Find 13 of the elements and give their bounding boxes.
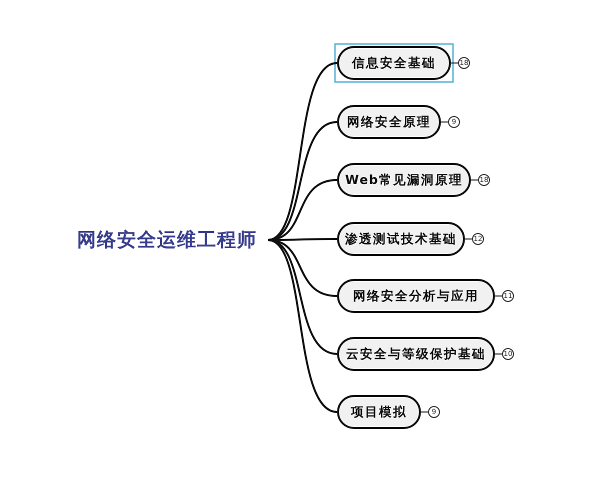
branch-line [268,62,338,241]
topic-box: 信息安全基础 [337,46,451,80]
topic-box: 项目模拟 [337,395,421,429]
topic-box: 云安全与等级保护基础 [337,337,495,371]
topic-box: 网络安全分析与应用 [337,279,495,313]
topic-box: Web常见漏洞原理 [337,163,471,197]
topic-box: 渗透测试技术基础 [337,222,465,256]
branch-line [268,239,338,413]
branch-line [268,239,338,355]
root-topic: 网络安全运维工程师 [78,226,256,254]
connector-line [464,238,472,240]
connector-line [450,62,458,64]
topic-box: 网络安全原理 [337,105,441,139]
